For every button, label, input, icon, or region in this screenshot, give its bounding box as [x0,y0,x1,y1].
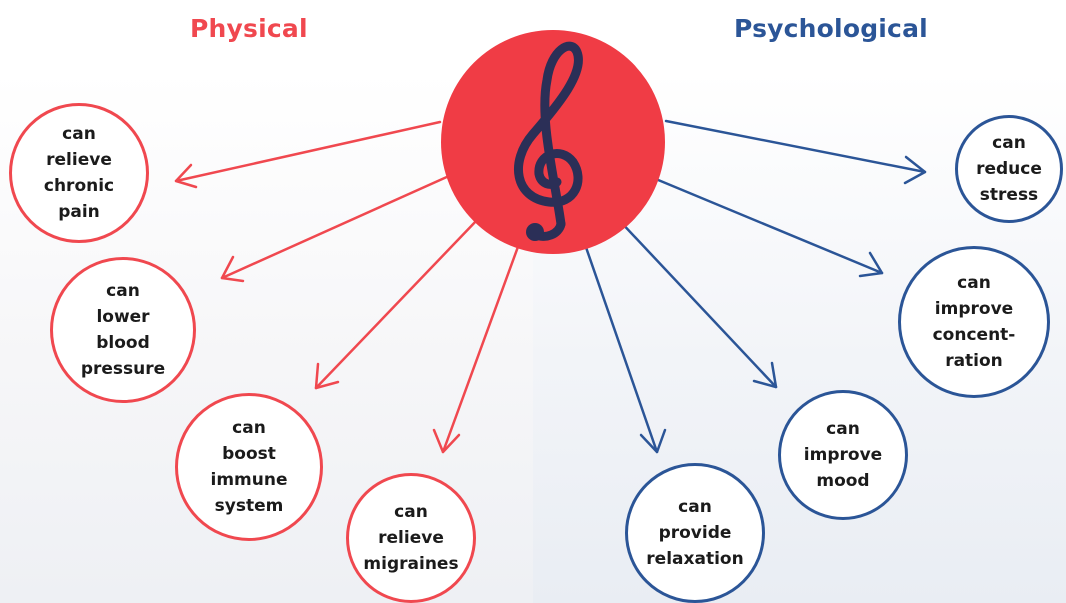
arrow-concentration [649,175,884,278]
node-boost-immune-system: can boost immune system [175,393,323,541]
arrow-relaxation [578,228,667,454]
arrow-stress [664,119,927,185]
node-reduce-stress: can reduce stress [955,115,1063,223]
node-relieve-chronic-pain: can relieve chronic pain [9,103,149,243]
arrow-chronic-pain [174,120,442,189]
music-hub-circle [441,30,665,254]
arrow-migraines [432,242,521,454]
node-improve-mood: can improve mood [778,390,908,520]
treble-clef-icon [514,41,583,241]
physical-heading: Physical [190,14,308,43]
node-relieve-migraines: can relieve migraines [346,473,476,603]
psychological-heading: Psychological [734,14,928,43]
arrow-blood-pressure [220,174,451,283]
arrow-immune-system [314,217,480,390]
node-improve-concentration: can improve concent- ration [898,246,1050,398]
arrow-mood [616,217,778,389]
node-provide-relaxation: can provide relaxation [625,463,765,603]
node-lower-blood-pressure: can lower blood pressure [50,257,196,403]
